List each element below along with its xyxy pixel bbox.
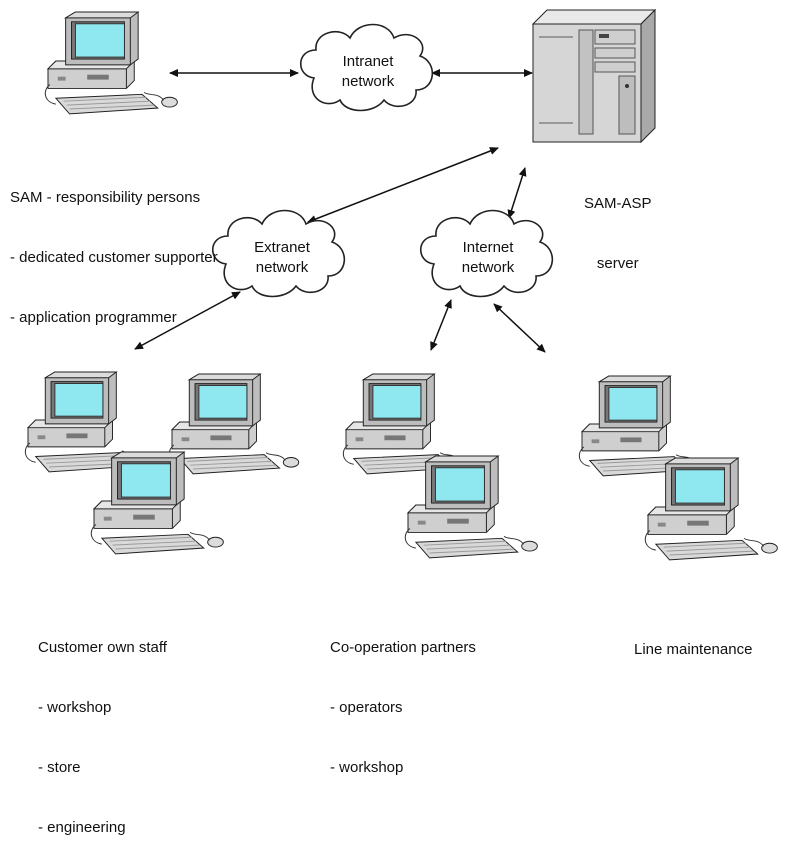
arrow-server-internet [507,167,527,219]
extranet-cloud: Extranet network [211,209,346,298]
partners-group-label: Co-operation partners - operators - work… [330,598,476,798]
intranet-cloud: Intranet network [299,23,434,112]
customer-group-item: - store [38,759,81,776]
maintenance-computer-icon [644,457,778,561]
arrow-internet-partners [430,299,452,351]
customer-computer-icon [168,373,300,475]
sam-workstation-icon [44,11,178,115]
extranet-cloud-label-2: network [256,259,309,276]
customer-group-item: - engineering [38,819,126,835]
partners-group-item: - operators [330,699,403,716]
server-label-line-1: SAM-ASP [584,195,652,212]
customer-group-label: Customer own staff - workshop - store - … [38,598,167,855]
sam-group-title: SAM - responsibility persons [10,189,201,206]
extranet-cloud-label-1: Extranet [254,239,311,256]
maintenance-group-title: Line maintenance [634,641,753,658]
partners-group-item: - workshop [330,759,404,776]
server-label-line-2: server [596,255,639,272]
partner-computer-icon [404,455,538,559]
server-icon [531,8,657,144]
internet-cloud: Internet network [419,209,554,298]
customer-group-item: - workshop [38,699,112,716]
intranet-cloud-label-1: Intranet [343,53,395,70]
sam-group-item: - dedicated customer supporter [10,249,218,266]
network-diagram: Intranet network Extranet network Intern… [24,8,778,561]
arrow-extranet-customers [134,291,241,350]
arrow-internet-maintenance [493,303,546,353]
customer-group-title: Customer own staff [38,639,167,656]
partners-group-title: Co-operation partners [330,639,476,656]
sam-group-item: - application programmer [10,309,177,326]
sam-group-label: SAM - responsibility persons - dedicated… [10,148,218,348]
maintenance-group-label: Line maintenance [634,600,752,680]
internet-cloud-label-1: Internet [463,239,515,256]
arrow-server-extranet [307,147,499,223]
server-label: SAM-ASP server [584,154,652,294]
internet-cloud-label-2: network [462,259,515,276]
intranet-cloud-label-2: network [342,73,395,90]
